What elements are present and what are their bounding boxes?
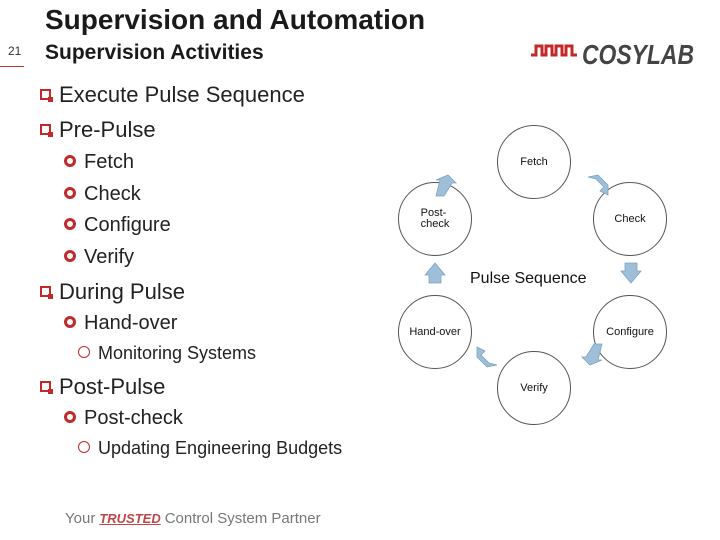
cycle-node-label: Check <box>614 212 646 225</box>
cycle-node-verify: Verify <box>497 351 571 425</box>
sub-sub-bullet-updating: Updating Engineering Budgets <box>78 438 342 459</box>
cycle-node-hand-over: Hand-over <box>398 295 472 369</box>
square-bullet-icon <box>40 380 53 394</box>
square-bullet-icon <box>40 88 53 102</box>
bullet-post-pulse: Post-Pulse <box>40 374 165 400</box>
footer-text-after: Control System Partner <box>164 510 321 527</box>
circle-bullet-icon <box>64 410 76 423</box>
cycle-node-label: Post- check <box>420 207 450 230</box>
sub-bullet-fetch: Fetch <box>64 151 134 174</box>
cycle-node-label: Fetch <box>520 155 548 168</box>
cycle-node-fetch: Fetch <box>497 125 571 199</box>
cycle-node-post-check: Post- check <box>398 182 472 256</box>
cycle-node-configure: Configure <box>593 295 667 369</box>
circle-bullet-icon <box>64 249 76 262</box>
logo-graphic: COSYLAB <box>531 39 694 70</box>
cycle-node-check: Check <box>593 182 667 256</box>
sub-bullet-post-check: Post-check <box>64 407 183 430</box>
sub-sub-bullet-monitoring: Monitoring Systems <box>78 343 256 364</box>
footer-text-before: Your <box>65 510 96 527</box>
cycle-node-label: Configure <box>606 325 654 338</box>
pulse-sequence-cycle-diagram: Fetch Check Configure Verify Hand-over P… <box>390 120 680 425</box>
cycle-arrow-icon <box>424 262 446 284</box>
slide-subtitle: Supervision Activities <box>45 41 264 64</box>
cycle-node-label: Hand-over <box>409 325 461 338</box>
slide-number-rule <box>0 66 24 67</box>
circle-bullet-icon <box>64 154 76 167</box>
cycle-node-label: Verify <box>520 381 548 394</box>
cycle-arrow-icon <box>587 174 609 196</box>
bullet-pre-pulse: Pre-Pulse <box>40 117 156 143</box>
slide-number: 21 <box>8 44 22 58</box>
square-bullet-icon <box>40 123 53 137</box>
cycle-arrow-icon <box>581 343 603 366</box>
bullet-during-pulse: During Pulse <box>40 279 185 305</box>
cycle-center-label: Pulse Sequence <box>470 270 587 287</box>
circle-bullet-icon <box>64 315 76 328</box>
slide-title: Supervision and Automation <box>45 4 426 35</box>
circle-bullet-icon <box>64 217 76 230</box>
logo-wordmark: COSYLAB <box>582 39 694 68</box>
circle-outline-bullet-icon <box>78 441 90 454</box>
cycle-arrow-icon <box>476 346 498 368</box>
circle-bullet-icon <box>64 186 76 199</box>
sub-bullet-handover: Hand-over <box>64 312 177 335</box>
sub-bullet-configure: Configure <box>64 214 171 237</box>
bullet-execute: Execute Pulse Sequence <box>40 82 305 108</box>
sub-bullet-verify: Verify <box>64 246 134 269</box>
cycle-arrow-icon <box>620 262 642 284</box>
sub-bullet-check: Check <box>64 183 141 206</box>
circle-outline-bullet-icon <box>78 346 90 359</box>
cosylab-logo: COSYLAB <box>530 38 695 73</box>
footer-trusted: TRUSTED <box>99 511 161 526</box>
square-bullet-icon <box>40 285 53 299</box>
cycle-arrow-icon <box>435 174 457 197</box>
